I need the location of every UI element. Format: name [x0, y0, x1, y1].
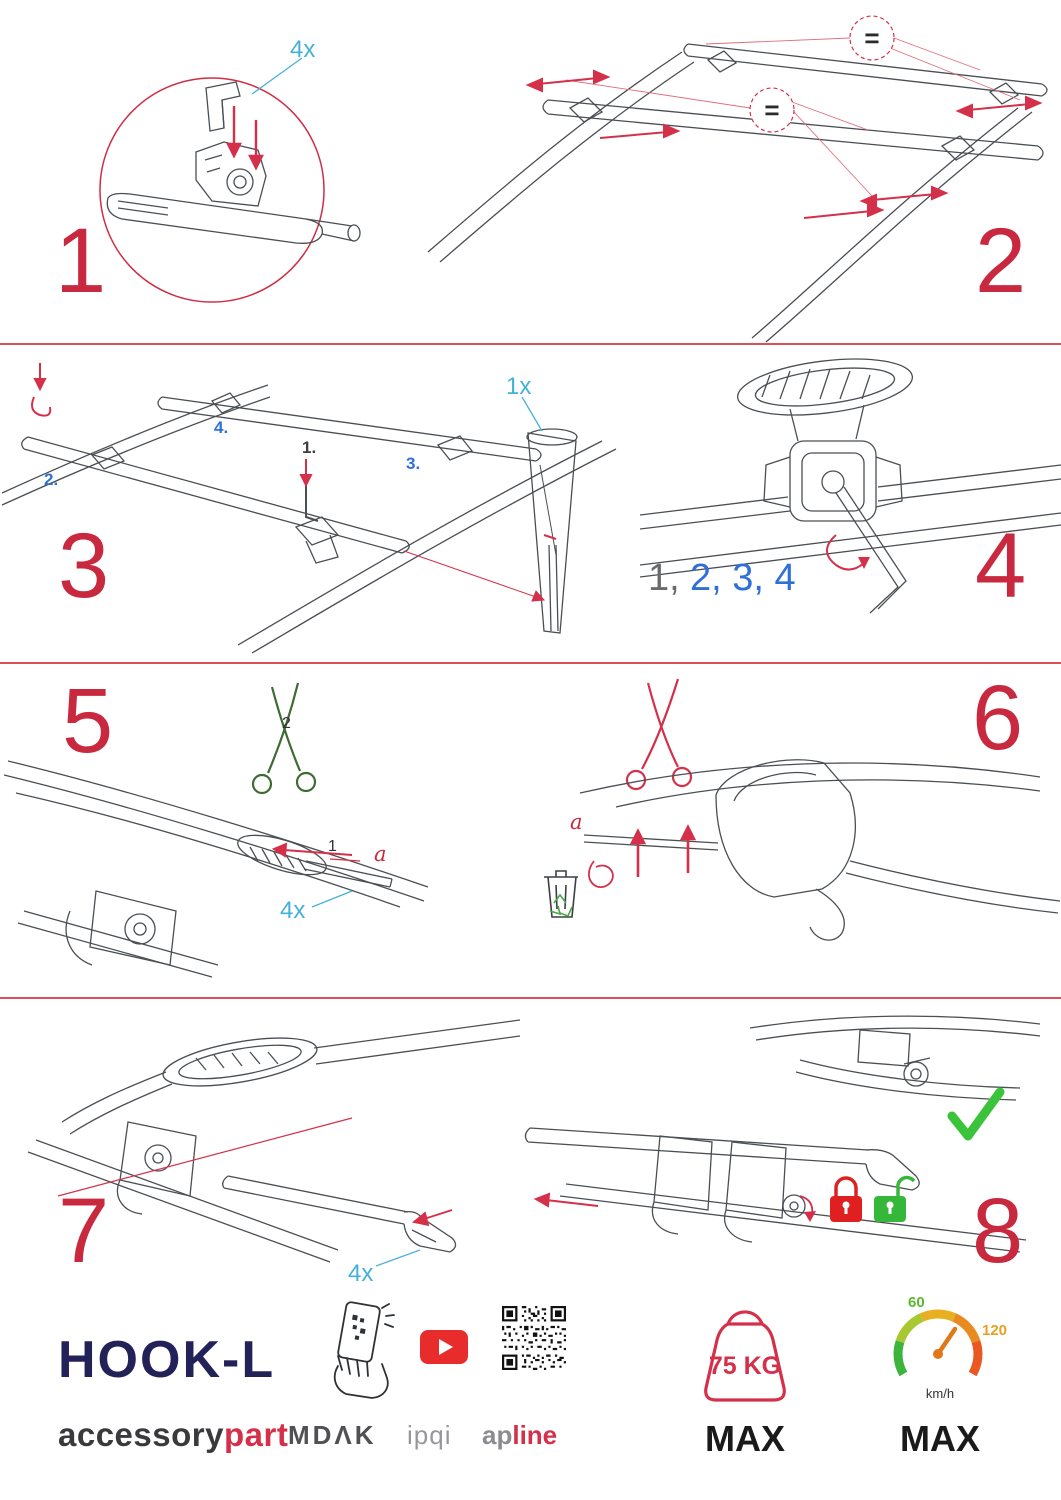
step-3-illustration — [1, 363, 617, 654]
recycle-icon — [549, 893, 573, 918]
step-3-substep-2: 2. — [44, 470, 59, 489]
step-6-number: 6 — [972, 667, 1024, 769]
step-3-substep-4: 4. — [214, 418, 229, 437]
section-divider-3 — [0, 997, 1061, 999]
step-2-illustration — [427, 15, 1048, 343]
speed-min-label: 60 — [908, 1294, 925, 1311]
step-5-illustration — [3, 682, 429, 978]
step-5-strip-label: a — [374, 842, 387, 866]
step-4-sequence-rest: 2, 3, 4 — [690, 557, 796, 599]
step-6-strip-label: a — [570, 810, 583, 834]
padlock-open-icon — [874, 1175, 916, 1222]
product-name: HOOK-L — [58, 1331, 276, 1389]
step-4-number: 4 — [975, 515, 1027, 617]
step-8-illustration — [524, 1015, 1041, 1253]
youtube-icon — [420, 1330, 468, 1364]
weight-max-label: MAX — [705, 1418, 785, 1459]
step-4-sequence-first: 1, — [648, 557, 680, 599]
step-1-qty-label: 4x — [290, 36, 316, 63]
step-3-substep-3: 3. — [406, 454, 421, 473]
allen-key — [835, 486, 907, 614]
step-5-qty-label: 4x — [280, 897, 306, 924]
checkmark-icon — [947, 1087, 1005, 1141]
logo-apline-red: line — [512, 1420, 558, 1450]
step-2-number: 2 — [975, 210, 1027, 312]
allen-key — [305, 485, 319, 522]
step-1-illustration — [99, 57, 361, 303]
step-3-substep-1: 1. — [302, 438, 317, 457]
padlock-closed-icon — [830, 1176, 862, 1222]
magnifier-circle — [99, 77, 325, 303]
speed-max-label: MAX — [900, 1418, 980, 1459]
step-7-illustration — [27, 1019, 520, 1267]
speedometer-icon — [893, 1309, 983, 1377]
step-5-arrow-label: 1 — [328, 838, 337, 855]
section-divider-2 — [0, 662, 1061, 664]
step-7-qty-label: 4x — [348, 1260, 374, 1287]
brand-wordmark-red: part — [223, 1416, 289, 1453]
qr-code — [502, 1306, 566, 1370]
equal-spacing-label-1: = — [864, 23, 880, 53]
brand-wordmark: accessorypart — [58, 1416, 288, 1454]
step-5-number: 5 — [62, 670, 114, 772]
step-5-scissors-label: 2 — [282, 715, 291, 732]
step-3-number: 3 — [58, 515, 110, 617]
speed-unit-label: km/h — [925, 1386, 955, 1401]
step-7-number: 7 — [58, 1180, 110, 1282]
logo-apline-gray: ap — [482, 1420, 513, 1450]
phone-scan-icon — [333, 1301, 395, 1399]
trash-bin-icon — [544, 870, 578, 918]
speed-max-value-label: 120 — [982, 1322, 1008, 1339]
youtube-play-triangle — [439, 1339, 453, 1355]
scissors-green-icon — [251, 682, 317, 795]
brand-wordmark-gray: accessory — [58, 1416, 224, 1453]
assembly-cone-tool — [527, 432, 577, 634]
step-8-number: 8 — [972, 1180, 1024, 1282]
logo-apline: apline — [482, 1420, 557, 1451]
equal-spacing-label-2: = — [764, 95, 780, 125]
section-divider-1 — [0, 343, 1061, 345]
step-4-illustration — [640, 358, 1061, 614]
step-1-number: 1 — [55, 210, 107, 312]
step-6-illustration — [544, 678, 1061, 941]
scissors-red-icon — [625, 678, 693, 791]
logo-ipqi: ipqi — [407, 1420, 452, 1450]
step-3-qty-label: 1x — [506, 373, 532, 400]
logo-mdak: MDΛK — [288, 1420, 377, 1450]
weight-max-icon — [704, 1310, 786, 1402]
weight-value: 75 KG — [708, 1352, 782, 1380]
